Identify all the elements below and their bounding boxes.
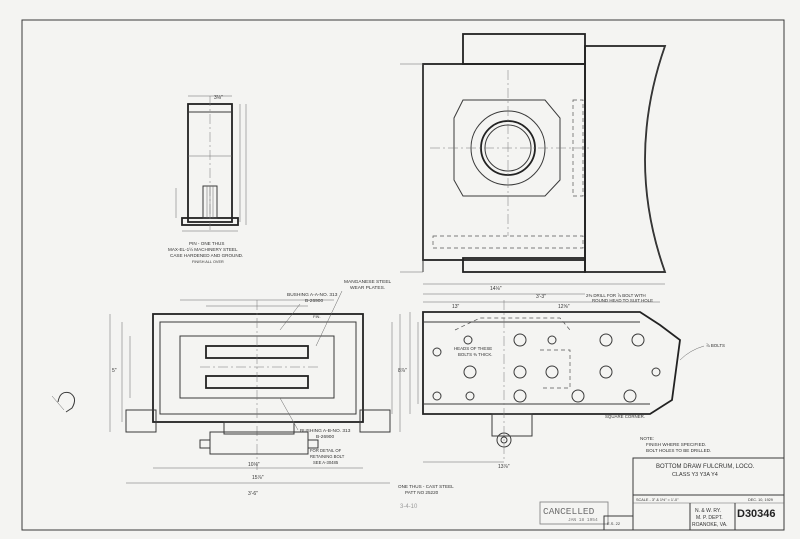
dim-8: 8⅞" <box>398 368 407 374</box>
hook-detail <box>57 391 76 413</box>
pin-note-3: CASE HARDENED AND GROUND. <box>170 253 243 258</box>
dim-14: 14⅛" <box>490 286 502 292</box>
dim-overall: 3'-6" <box>248 491 258 497</box>
bolt-detail-2: RETAINING BOLT <box>310 454 345 459</box>
bolt-detail-3: SEE A-30485 <box>313 460 339 465</box>
bolt-holes <box>432 333 661 403</box>
heads-note-2: BOLTS ⅜ THICK. <box>458 352 492 357</box>
corner-reference: E.S. 22 <box>607 521 621 526</box>
pin-detail <box>175 95 247 232</box>
finish-mark: FIN. <box>313 314 321 319</box>
dim-15: 15⅞" <box>252 475 264 481</box>
casting-note-1: ONE THUS - CAST STEEL <box>398 484 454 489</box>
drill-note-1: 2⅜ DRILL FOR ⅞ BOLT WITH <box>586 293 646 298</box>
drawing-subtitle: CLASS Y3 Y3A Y4 <box>672 472 718 478</box>
pencil-note: 3-4-10 <box>400 504 418 510</box>
pin-note-2: MAX-EL-1½ MACHINERY STEEL <box>168 246 238 252</box>
finish-note-2: FINISH WHERE SPECIFIED. <box>646 442 706 447</box>
plan-view <box>400 33 667 295</box>
drill-note-2: ROUND HEAD TO SUIT HOLE <box>592 298 653 303</box>
wear-plates-label-2: WEAR PLATES. <box>350 285 385 291</box>
casting-note-2: PATT NO 25220 <box>405 490 439 495</box>
dim-13-bottom: 13⅞" <box>498 464 510 470</box>
wear-plates-label-1: MANGANESE STEEL <box>344 279 392 285</box>
title-block: BOTTOM DRAW FULCRUM, LOCO. CLASS Y3 Y3A … <box>603 457 785 531</box>
bushing-bottom-label: BUSHING A-B-NO. 313 <box>300 428 351 434</box>
drawing-title: BOTTOM DRAW FULCRUM, LOCO. <box>656 464 755 470</box>
dim-10: 10⅛" <box>248 462 260 468</box>
finish-note-3: BOLT HOLES TO BE DRILLED. <box>646 448 711 453</box>
pin-note-1: PIN - ONE THUS <box>189 241 224 246</box>
cancelled-word: CANCELLED <box>543 506 595 517</box>
sheet-border <box>21 19 785 531</box>
finish-note-1: NOTE: <box>640 436 654 441</box>
cross-section-view <box>109 299 401 484</box>
side-elevation-view <box>409 300 681 463</box>
bushing-top-number: B-26900 <box>305 298 323 304</box>
dim-3: 3⅛" <box>214 95 223 101</box>
bushing-top-label: BUSHING A-A-NO. 313 <box>287 292 338 298</box>
cancelled-stamp: CANCELLED JAN 18 1954 <box>539 501 609 525</box>
dim-width-a: 3'-3" <box>536 294 546 300</box>
drawing-date: DEC. 10, 1929 <box>748 498 773 502</box>
department: M. P. DEPT. <box>696 515 723 521</box>
bushing-bottom-number: B-26900 <box>316 434 334 440</box>
bolts-note: ⅞ BOLTS <box>706 343 725 348</box>
dim-13: 13" <box>452 304 460 310</box>
city: ROANOKE, VA. <box>692 522 727 528</box>
heads-note-1: HEADS OF THESE <box>454 346 492 351</box>
dim-12: 12⅝" <box>558 304 570 310</box>
pin-note-4: FINISH ALL OVER <box>192 260 224 264</box>
drawing-scale: SCALE - 3" & 1½" = 1'-0" <box>636 498 679 502</box>
cancelled-date: JAN 18 1954 <box>568 517 598 523</box>
drawing-number: D30346 <box>737 508 776 520</box>
railway-name: N. & W. RY. <box>695 508 721 514</box>
bolt-detail-1: FOR DETAIL OF <box>310 448 342 453</box>
square-corner-note: SQUARE CORNER. <box>605 414 645 419</box>
dim-5: 5" <box>112 368 117 374</box>
